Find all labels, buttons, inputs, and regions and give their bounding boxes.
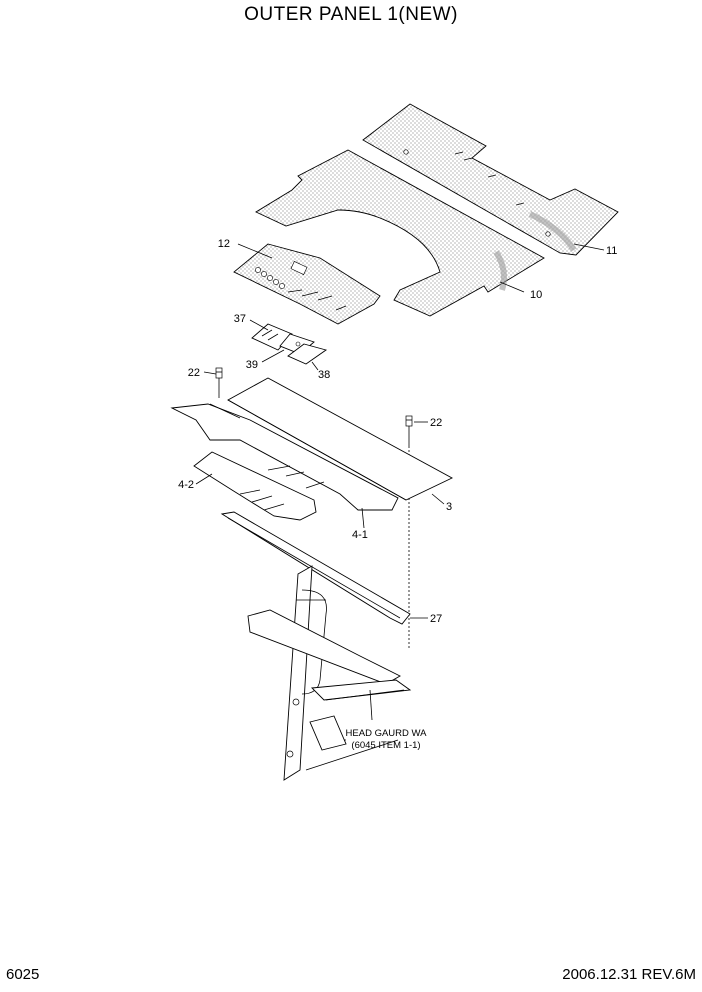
part-38-pad [287, 343, 328, 365]
head-guard-frame [247, 565, 412, 781]
callout-27: 27 [430, 613, 442, 625]
part-4-1-panel [170, 403, 399, 511]
part-11-mat [362, 103, 619, 256]
part-12-mat [233, 243, 381, 325]
callout-10: 10 [530, 289, 542, 301]
callout-22-right: 22 [430, 417, 442, 429]
callout-39: 39 [246, 359, 258, 371]
callout-4-2: 4-2 [178, 479, 194, 491]
callout-11: 11 [606, 245, 617, 257]
part-22-bolt-left [215, 367, 223, 398]
page-number: 6025 [6, 966, 40, 983]
part-3-panel [227, 377, 453, 501]
page-title: OUTER PANEL 1(NEW) [244, 4, 458, 25]
callout-4-1: 4-1 [352, 529, 368, 541]
reference-note-line2: (6045 ITEM 1-1) [351, 740, 420, 751]
revision-date: 2006.12.31 REV.6M [562, 966, 696, 983]
callout-3: 3 [446, 501, 452, 513]
callout-38: 38 [318, 369, 330, 381]
reference-note-line1: HEAD GAURD WA [346, 728, 428, 739]
callout-37: 37 [234, 313, 246, 325]
leader-lines [195, 243, 605, 619]
callout-22-left: 22 [188, 367, 200, 379]
callout-12: 12 [218, 238, 230, 250]
part-4-2-plate [193, 451, 317, 521]
part-27-rail [220, 511, 411, 625]
part-10-mat [255, 149, 545, 317]
